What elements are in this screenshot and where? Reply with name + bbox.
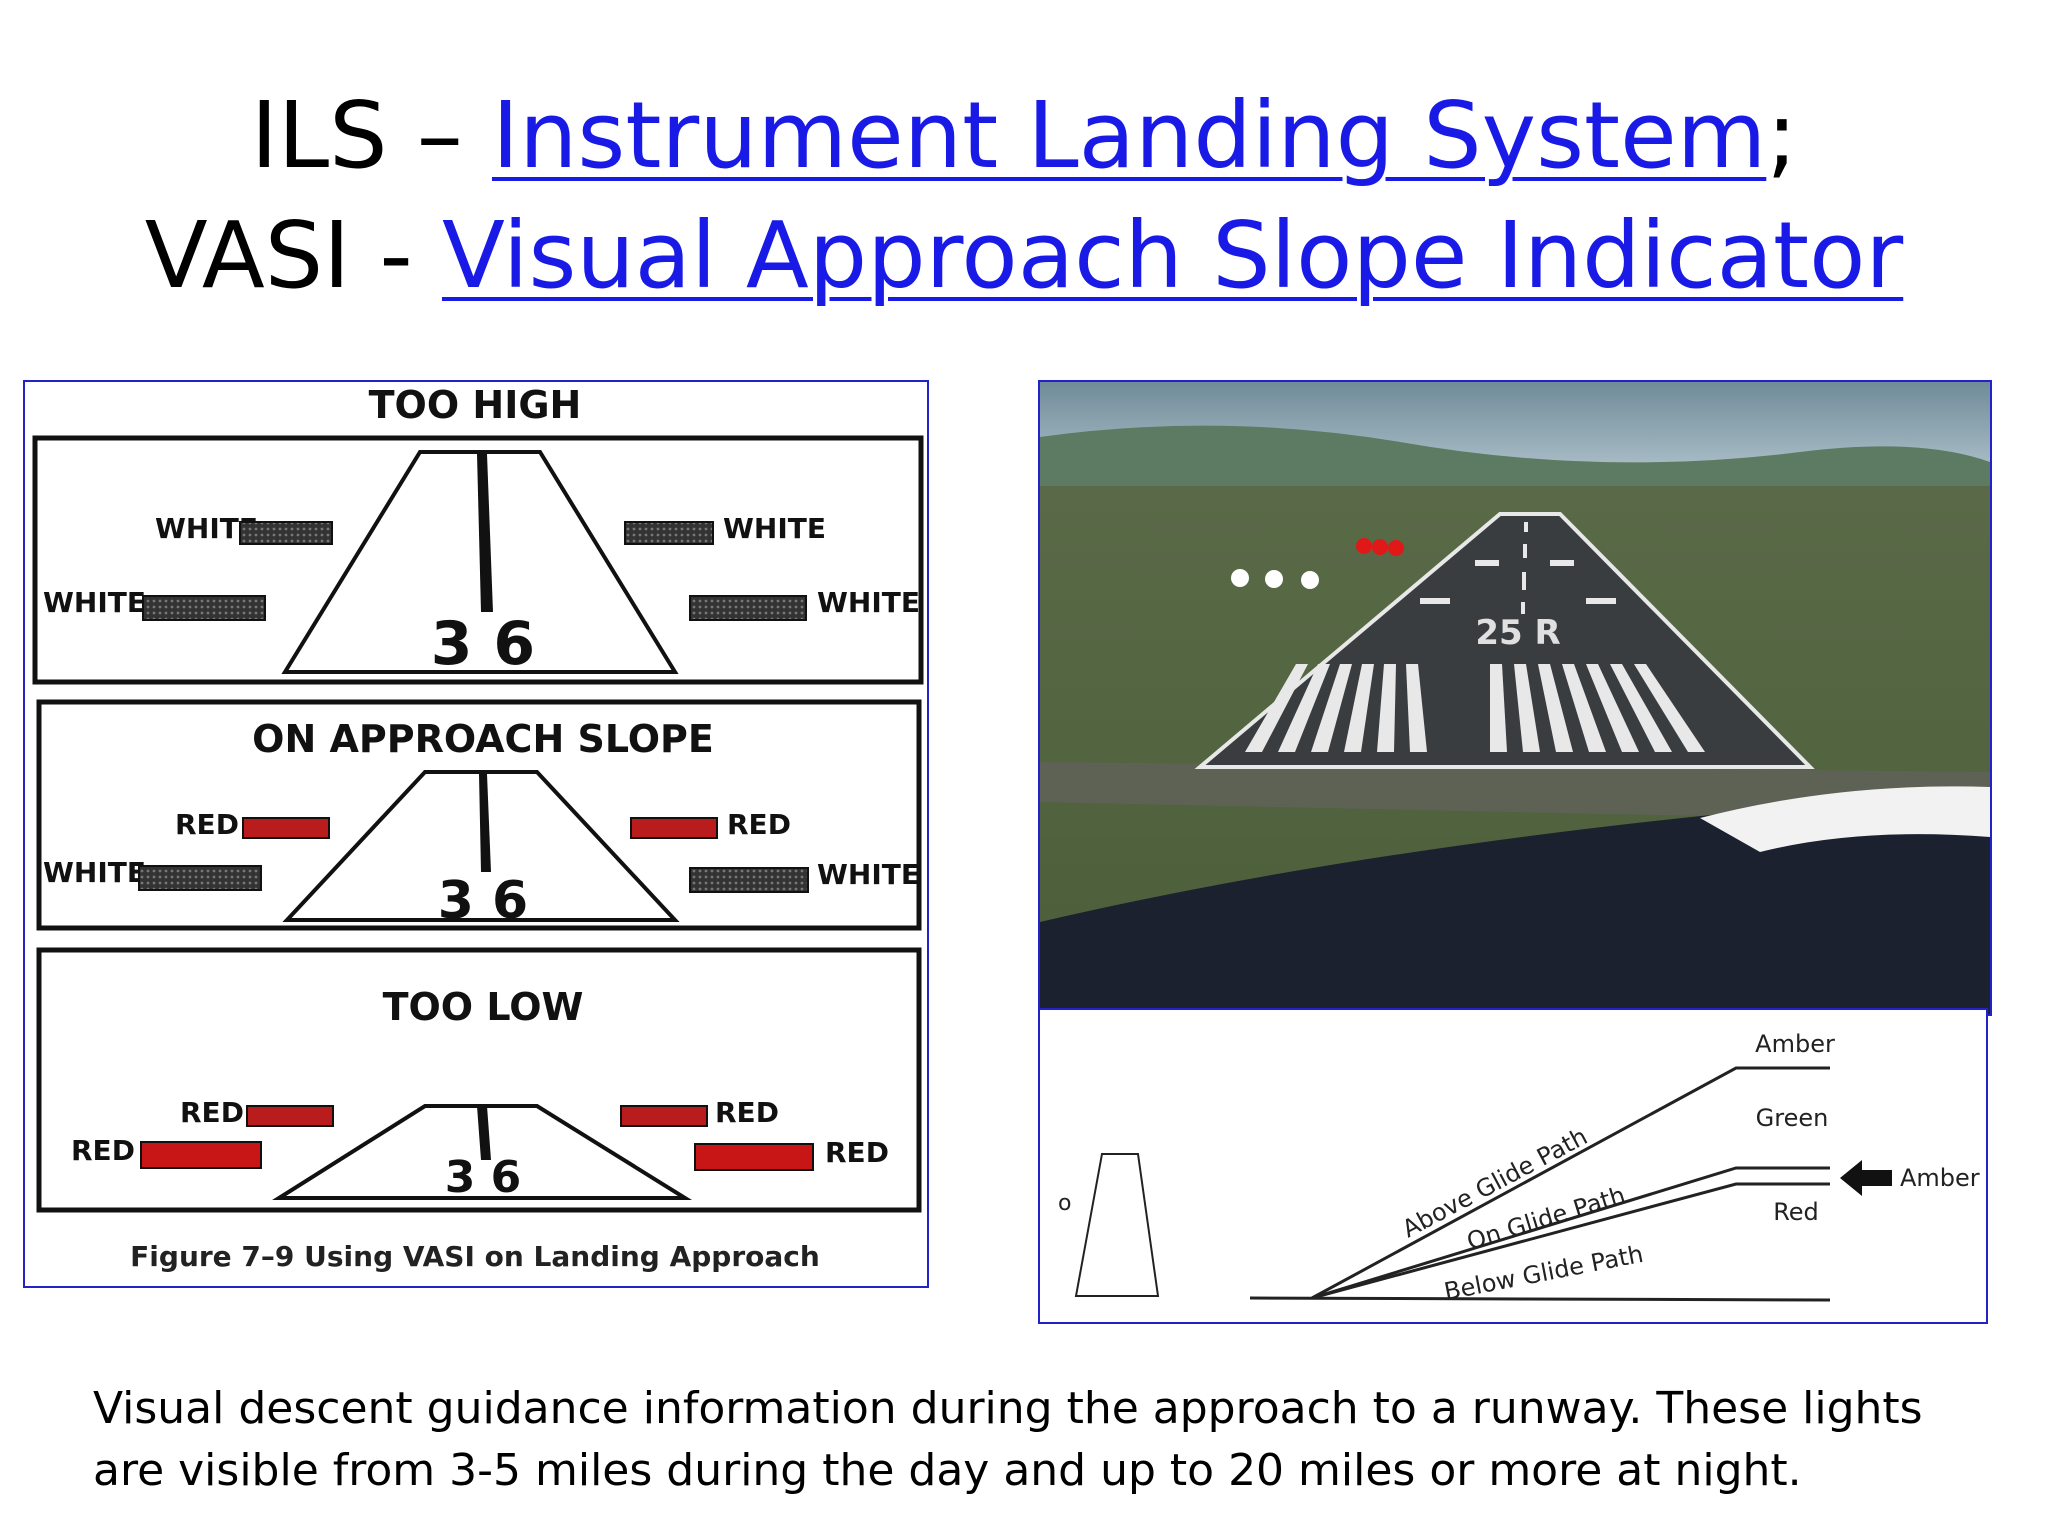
light-bar-left-lower-1: [138, 865, 262, 891]
light-bar-left-upper-2: [246, 1105, 334, 1127]
hills: [1040, 425, 1990, 502]
vasi-figure-panel: TOO HIGH 3 6 WHITE WHITE WHITE WHITE ON …: [23, 380, 929, 1288]
light-bar-right-upper-0: [624, 521, 714, 545]
box-on-slope: [36, 699, 922, 931]
light-bar-right-lower-2: [694, 1143, 814, 1171]
aircraft-nose: [1040, 807, 1990, 1014]
runway-surface: [1200, 514, 1810, 767]
label-left-upper-2: RED: [180, 1096, 244, 1129]
threshold-markings: [1245, 664, 1705, 752]
aircraft-cowling: [1700, 786, 1990, 852]
ground-line: [1249, 1296, 1831, 1302]
band-green-label: Green: [1756, 1104, 1829, 1132]
centerline-too-low: [477, 1106, 491, 1160]
vasi-figure: TOO HIGH 3 6 WHITE WHITE WHITE WHITE ON …: [32, 383, 924, 1273]
light-bar-right-upper-1: [630, 817, 718, 839]
vasi-white-lights: [1231, 569, 1319, 589]
runway-number-too-high: 3 6: [431, 609, 535, 679]
centerline-on-slope: [479, 774, 491, 872]
vasi-red-lights: [1356, 538, 1404, 556]
runway-outline: [1074, 1153, 1160, 1297]
glide-path-panel: o Amber Green Red Amber Above Glide Path…: [1038, 1008, 1988, 1324]
label-right-upper-1: RED: [727, 808, 791, 841]
figure-caption: Figure 7–9 Using VASI on Landing Approac…: [130, 1240, 820, 1273]
light-bar-right-lower-0: [689, 595, 807, 621]
aiming-markers: [1420, 560, 1616, 604]
runway-number-on-slope: 3 6: [438, 871, 528, 931]
title-line-2: VASI - Visual Approach Slope Indicator: [0, 210, 2048, 302]
label-left-lower-1: WHITE: [43, 856, 146, 889]
heading-too-low: TOO LOW: [383, 985, 584, 1029]
label-left-upper-1: RED: [175, 808, 239, 841]
runway-number-marking: 25 R: [1475, 613, 1560, 653]
light-bar-right-lower-1: [689, 867, 809, 893]
vasi-link[interactable]: Visual Approach Slope Indicator: [441, 202, 1904, 309]
heading-on-slope: ON APPROACH SLOPE: [252, 717, 714, 761]
runway-edge: [1194, 512, 1815, 769]
title-prefix-vasi: VASI -: [144, 202, 442, 309]
runway-centerline: [1521, 522, 1528, 614]
runway-view-panel: 25 R: [1038, 380, 1992, 1016]
title-semicolon: ;: [1766, 82, 1798, 189]
glide-path-diagram: o Amber Green Red Amber Above Glide Path…: [1058, 1030, 1980, 1306]
runway-number-too-low: 3 6: [445, 1152, 522, 1203]
title-prefix-ils: ILS –: [250, 82, 492, 189]
heading-too-high: TOO HIGH: [369, 383, 582, 427]
light-bar-right-upper-2: [620, 1105, 708, 1127]
ils-link[interactable]: Instrument Landing System: [491, 82, 1767, 189]
upper-boundary: [1311, 1066, 1830, 1300]
marker-o: o: [1058, 1191, 1071, 1216]
mid-upper-boundary: [1311, 1166, 1830, 1300]
band-amber-label: Amber: [1755, 1030, 1835, 1058]
arrow-amber-label: Amber: [1900, 1164, 1980, 1192]
label-right-lower-2: RED: [825, 1136, 889, 1169]
label-left-lower-0: WHITE: [43, 586, 146, 619]
arrow-left-icon: [1840, 1160, 1892, 1196]
label-right-lower-0: WHITE: [817, 586, 920, 619]
label-right-upper-2: RED: [715, 1096, 779, 1129]
label-left-lower-2: RED: [71, 1134, 135, 1167]
light-bar-left-lower-2: [140, 1141, 262, 1169]
label-right-upper-0: WHITE: [723, 512, 826, 545]
box-too-high: [32, 435, 924, 685]
title-line-1: ILS – Instrument Landing System;: [0, 90, 2048, 182]
label-right-lower-1: WHITE: [817, 858, 920, 891]
light-bar-left-upper-1: [242, 817, 330, 839]
light-bar-left-lower-0: [142, 595, 266, 621]
runway-scene: 25 R: [1040, 382, 1990, 1014]
light-bar-left-upper-0: [239, 521, 333, 545]
mid-lower-boundary: [1311, 1182, 1830, 1300]
box-too-low: [36, 947, 922, 1213]
slide-caption: Visual descent guidance information duri…: [93, 1383, 1923, 1496]
band-red-label: Red: [1773, 1198, 1819, 1226]
centerline-too-high: [477, 454, 493, 612]
